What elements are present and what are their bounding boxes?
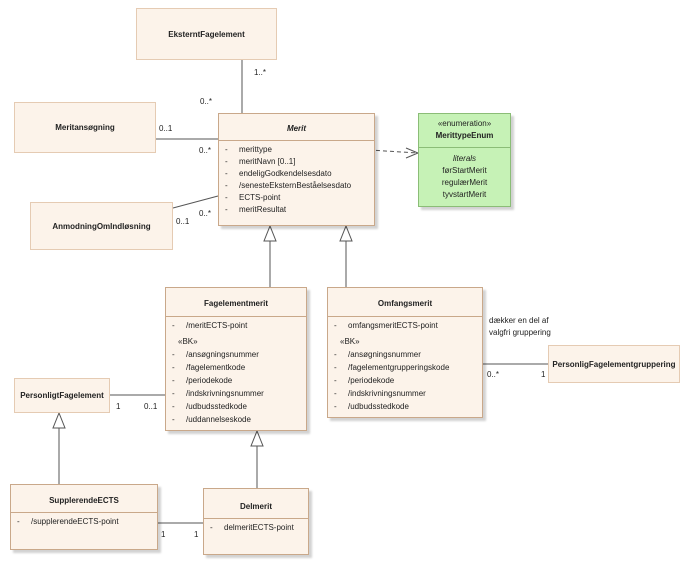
compartment-divider	[204, 518, 308, 519]
association-label-line2: valgfri gruppering	[489, 328, 551, 337]
attribute-row: -ECTS-point	[225, 193, 281, 202]
association-label-line1: dække­r en del af	[489, 316, 549, 325]
attribute-row: -/supplerendeECTS-point	[17, 517, 119, 526]
class-name: Meritansøgning	[55, 123, 115, 132]
attribute-row: -/indskrivningsnummer	[334, 389, 426, 398]
multiplicity-label: 1	[541, 370, 546, 379]
attribute-row: -/fagelementkode	[172, 363, 246, 372]
bk-stereotype: «BK»	[340, 337, 360, 346]
class-eksternt-fagelement[interactable]: EksterntFagelement	[136, 8, 277, 60]
assoc-anmodning-merit	[172, 195, 219, 209]
class-omfangsmerit[interactable]: Omfangsmerit -omfangsmeritECTS-point «BK…	[327, 287, 483, 418]
multiplicity-label: 0..*	[199, 209, 212, 218]
class-name: MerittypeEnum	[435, 131, 494, 140]
generalization-arrow-2	[339, 224, 353, 242]
multiplicity-label: 0..*	[199, 146, 212, 155]
class-anmodning-om-indlosning[interactable]: AnmodningOmIndløsning	[30, 202, 173, 250]
multiplicity-label: 1	[116, 402, 121, 411]
enum-literal: førStartMerit	[442, 166, 487, 175]
multiplicity-label: 1	[194, 530, 199, 539]
class-name: Merit	[286, 124, 307, 133]
attribute-row: -/meritECTS-point	[172, 321, 248, 330]
attribute-row: -/senesteEksternBeståelsesdato	[225, 181, 352, 190]
compartment-divider	[219, 140, 374, 141]
compartment-divider	[11, 512, 157, 513]
multiplicity-label: 0..*	[487, 370, 500, 379]
multiplicity-label: 0..1	[176, 217, 190, 226]
bk-stereotype: «BK»	[178, 337, 198, 346]
attribute-row: -/periodekode	[172, 376, 233, 385]
class-fagelementmerit[interactable]: Fagelementmerit -/meritECTS-point «BK» -…	[165, 287, 307, 431]
class-name: Omfangsmerit	[377, 299, 433, 308]
enum-merittype[interactable]: «enumeration» MerittypeEnum literals før…	[418, 113, 511, 207]
attribute-row: -/udbudsstedkode	[172, 402, 247, 411]
attribute-row: -meritNavn [0..1]	[225, 157, 296, 166]
compartment-divider	[166, 316, 306, 317]
attribute-row: -/periodekode	[334, 376, 395, 385]
class-name: PersonligtFagelement	[20, 391, 104, 400]
multiplicity-label: 0..1	[144, 402, 158, 411]
attribute-row: -merittype	[225, 145, 272, 154]
enum-stereotype: «enumeration»	[437, 119, 492, 128]
class-name: Delmerit	[239, 502, 272, 511]
attribute-row: -delmeritECTS-point	[210, 523, 294, 532]
attribute-row: -/ansøgningsnummer	[334, 350, 421, 359]
literals-title: literals	[452, 154, 477, 163]
generalization-arrow-4	[250, 429, 264, 447]
multiplicity-label: 0..1	[159, 124, 173, 133]
class-name: PersonligFagelementgruppering	[552, 360, 676, 369]
generalization-arrow-1	[263, 224, 277, 242]
enum-literal: tyvstartMerit	[442, 190, 487, 199]
enum-literal: regulærMerit	[441, 178, 488, 187]
class-delmerit[interactable]: Delmerit -delmeritECTS-point	[203, 488, 309, 555]
class-name: Fagelementmerit	[203, 299, 269, 308]
multiplicity-label: 1	[161, 530, 166, 539]
attribute-row: -omfangsmeritECTS-point	[334, 321, 438, 330]
dependency-merit-enum	[368, 149, 419, 154]
generalization-arrow-3	[52, 411, 66, 429]
class-name: EksterntFagelement	[168, 30, 245, 39]
attribute-row: -/udbudsstedkode	[334, 402, 409, 411]
class-name: SupplerendeECTS	[49, 496, 119, 505]
attribute-row: -endeligGodkendelsesdato	[225, 169, 332, 178]
attribute-row: -/indskrivningsnummer	[172, 389, 264, 398]
class-personlig-fagelementgruppering[interactable]: PersonligFagelementgruppering	[548, 345, 680, 383]
dependency-arrowhead	[405, 147, 420, 159]
multiplicity-label: 1..*	[254, 68, 267, 77]
class-name: AnmodningOmIndløsning	[52, 222, 151, 231]
compartment-divider	[328, 316, 482, 317]
attribute-row: -/fagelementgrupperingskode	[334, 363, 450, 372]
class-meritansogning[interactable]: Meritansøgning	[14, 102, 156, 153]
class-merit[interactable]: Merit -merittype -meritNavn [0..1] -ende…	[218, 113, 375, 226]
attribute-row: -/uddannelseskode	[172, 415, 251, 424]
class-personligt-fagelement[interactable]: PersonligtFagelement	[14, 378, 110, 413]
compartment-divider	[419, 147, 510, 148]
attribute-row: -/ansøgningsnummer	[172, 350, 259, 359]
attribute-row: -meritResultat	[225, 205, 287, 214]
class-supplerende-ects[interactable]: SupplerendeECTS -/supplerendeECTS-point	[10, 484, 158, 550]
multiplicity-label: 0..*	[200, 97, 213, 106]
